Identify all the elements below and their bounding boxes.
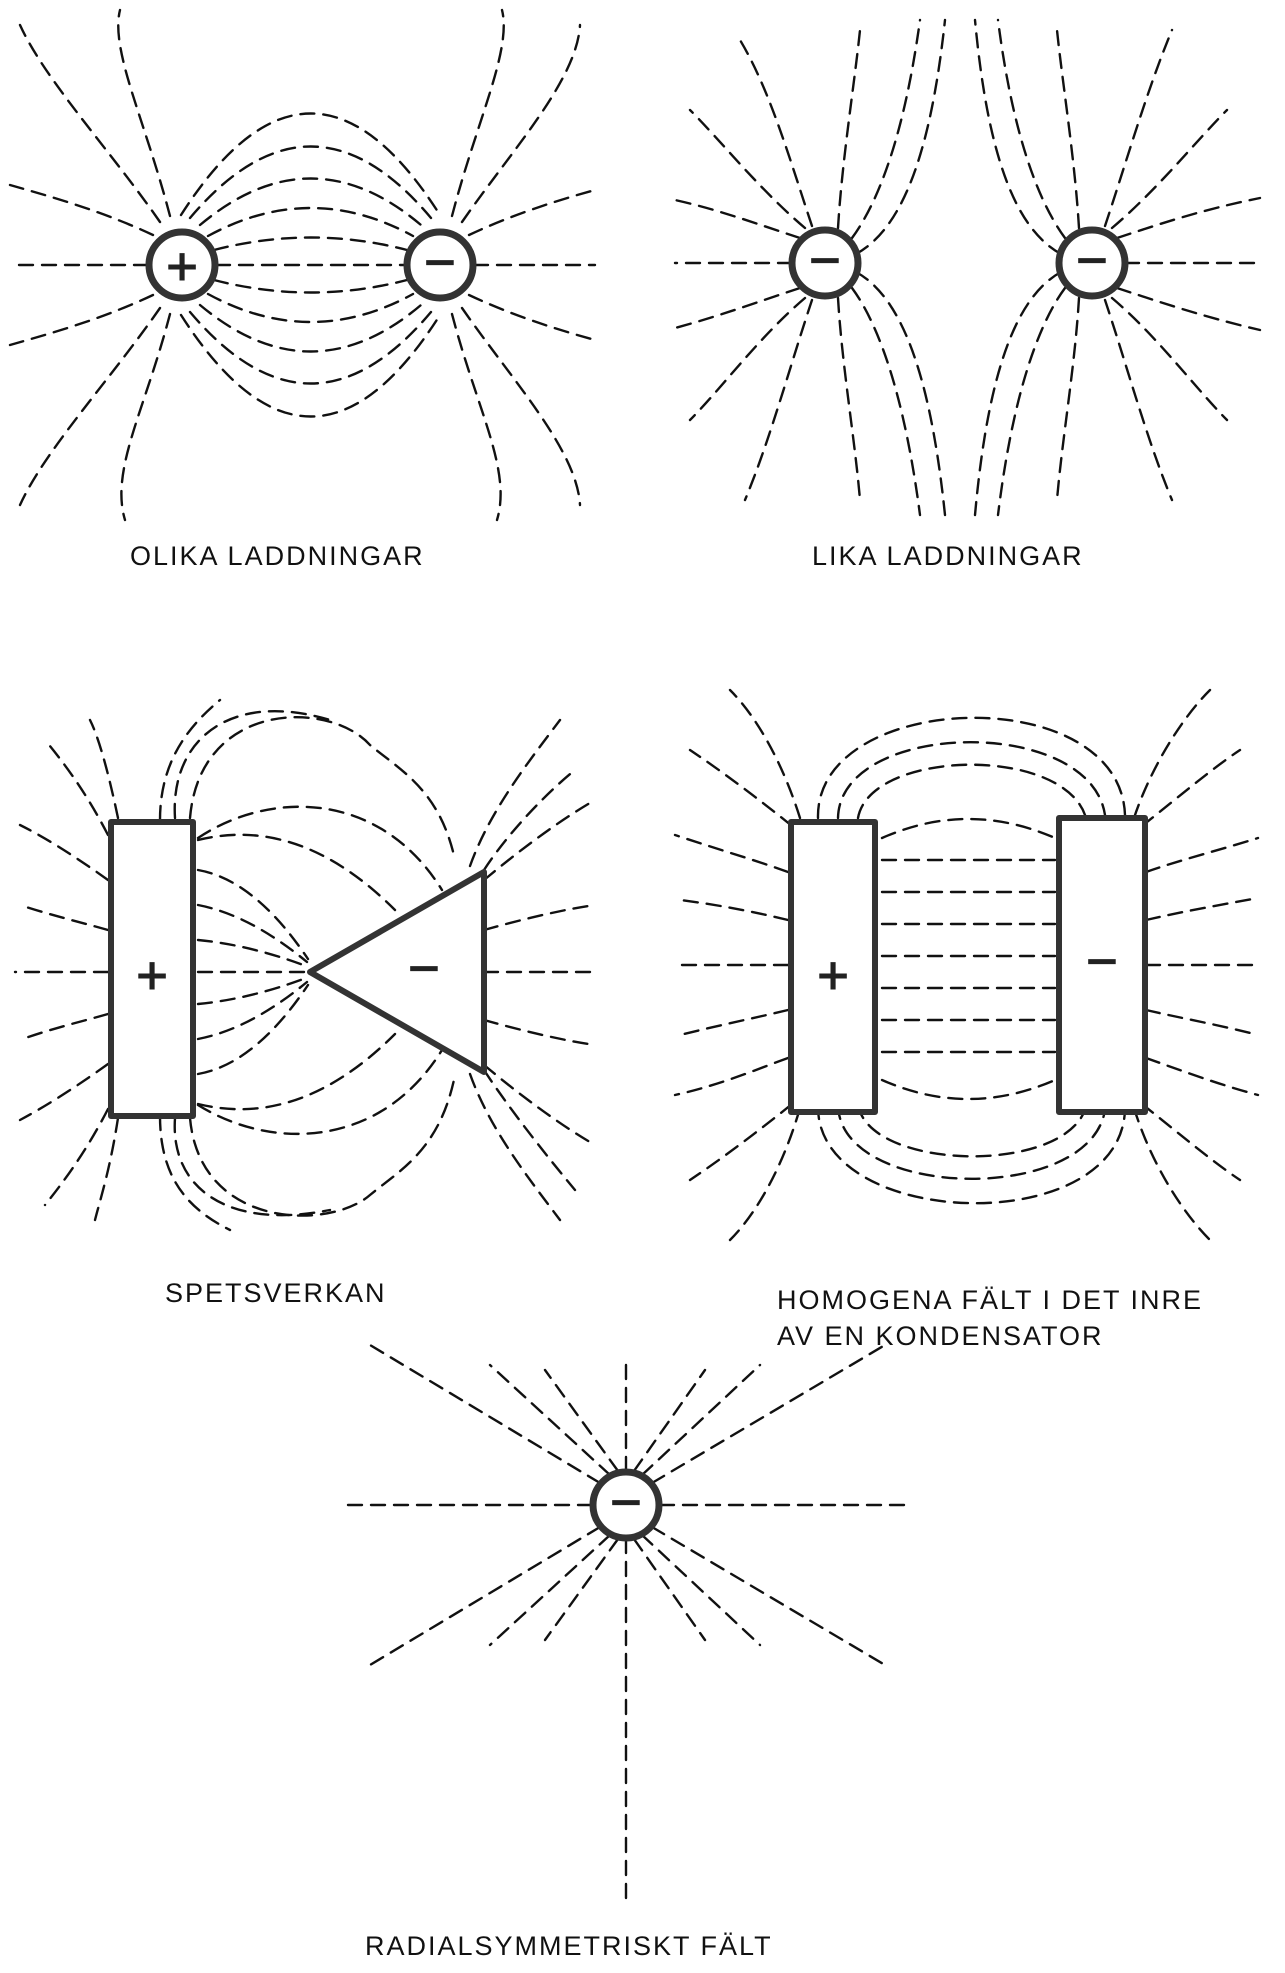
panel-like-charges: − − (673, 18, 1262, 517)
panel-point-effect: + − (13, 698, 597, 1232)
field-lines-point (13, 698, 597, 1232)
plate-sign: + (815, 950, 852, 1001)
negative-charge: − (403, 228, 477, 302)
caption-radial-field: RADIALSYMMETRISKT FÄLT (365, 1931, 773, 1961)
panel-capacitor: + − (673, 688, 1260, 1242)
negative-charge-radial: − (589, 1468, 663, 1542)
caption-point-effect: SPETSVERKAN (165, 1278, 387, 1308)
negative-charge-right: − (1055, 226, 1129, 300)
field-lines-like (673, 18, 1262, 517)
charge-sign: − (1074, 235, 1111, 286)
charge-sign: + (164, 241, 201, 292)
caption-capacitor-line2: AV EN KONDENSATOR (777, 1321, 1104, 1351)
positive-capacitor-plate: + (788, 819, 878, 1115)
negative-capacitor-plate: − (1056, 815, 1148, 1115)
panel-opposite-charges: + − (8, 8, 597, 522)
panel-radial-field: − (343, 1343, 912, 1902)
positive-plate: + (108, 819, 196, 1119)
plate-sign: − (1084, 936, 1121, 987)
negative-charge-left: − (788, 226, 862, 300)
positive-charge: + (145, 228, 219, 302)
caption-opposite-charges: OLIKA LADDNINGAR (130, 541, 425, 571)
field-lines-capacitor (673, 688, 1260, 1242)
charge-sign: − (422, 237, 459, 288)
charge-sign: − (608, 1477, 645, 1528)
field-lines-opposite (8, 8, 597, 522)
negative-triangle-tip: − (307, 869, 487, 1075)
tip-sign: − (406, 943, 443, 994)
charge-sign: − (807, 235, 844, 286)
plate-sign: + (134, 950, 171, 1001)
caption-capacitor-line1: HOMOGENA FÄLT I DET INRE (777, 1285, 1204, 1315)
caption-like-charges: LIKA LADDNINGAR (812, 541, 1084, 571)
field-lines-radial (343, 1343, 912, 1902)
